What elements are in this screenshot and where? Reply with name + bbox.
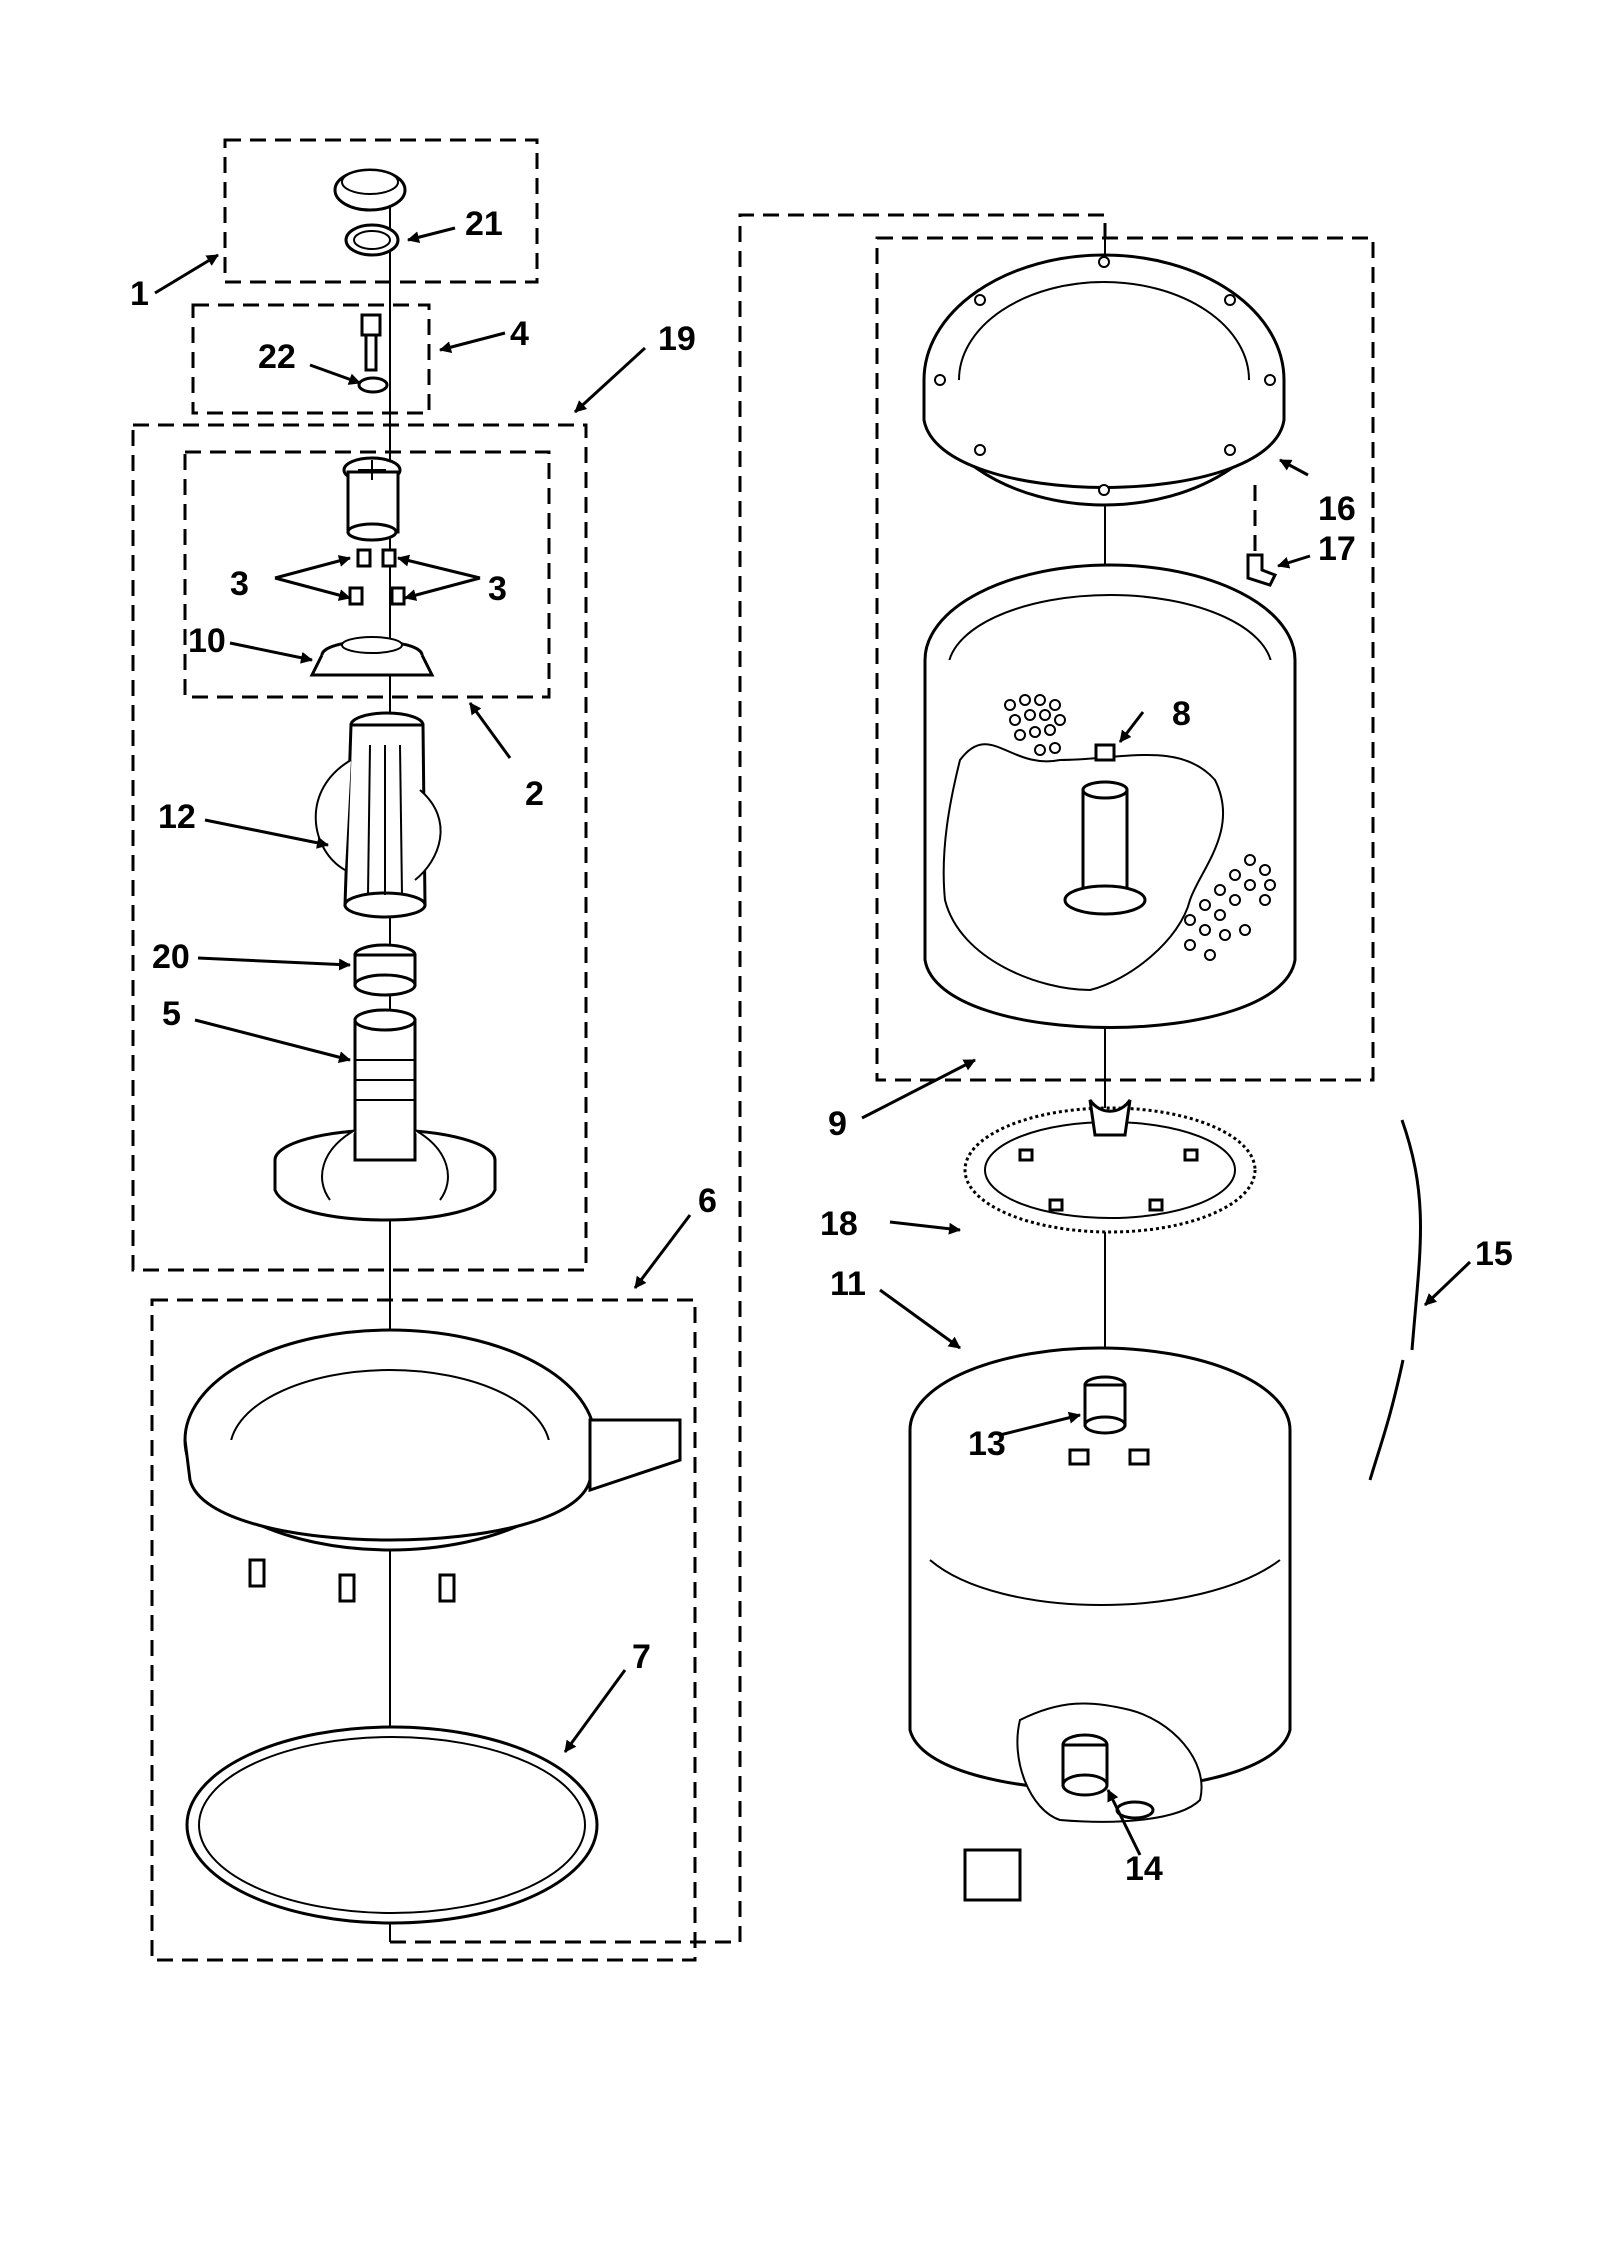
callout-6: 6	[698, 1182, 717, 1220]
callout-13: 13	[968, 1425, 1006, 1463]
callout-3-left: 3	[230, 565, 249, 603]
callout-14: 14	[1125, 1850, 1163, 1888]
part-8-basket	[923, 563, 1297, 1029]
part-cap	[333, 168, 407, 212]
part-6-tub-ring	[183, 1328, 682, 1603]
callout-9: 9	[828, 1105, 847, 1143]
callout-4: 4	[510, 315, 529, 353]
part-21-ring	[344, 223, 400, 257]
callout-20: 20	[152, 938, 190, 976]
basket-perforations	[1004, 694, 1276, 961]
part-13-hub	[1083, 1375, 1127, 1435]
part-18-gear-ring	[963, 1099, 1257, 1234]
part-20-ring	[353, 943, 417, 997]
callout-1: 1	[130, 275, 149, 313]
part-7-seal	[185, 1725, 599, 1925]
part-22-washer	[357, 376, 389, 394]
group-2-box	[183, 450, 551, 699]
part-16-balance-ring	[922, 253, 1286, 507]
part-3-dogs	[348, 548, 406, 606]
group-9-box	[875, 236, 1375, 1082]
part-cam-top	[342, 456, 402, 542]
callout-22: 22	[258, 338, 296, 376]
group-19-box	[131, 423, 588, 1272]
callout-8: 8	[1172, 695, 1191, 733]
callout-10: 10	[188, 622, 226, 660]
callout-19: 19	[658, 320, 696, 358]
group-1-box	[223, 138, 539, 284]
part-bolt	[360, 313, 382, 372]
callout-7: 7	[632, 1638, 651, 1676]
part-17-clip	[1246, 553, 1278, 587]
part-14-fitting	[1061, 1733, 1155, 1820]
callout-21: 21	[465, 205, 503, 243]
callout-5: 5	[162, 995, 181, 1033]
group-6-box	[150, 1298, 697, 1962]
callout-arrows	[154, 226, 1472, 1856]
part-12-auger	[314, 711, 442, 919]
callout-11: 11	[830, 1265, 866, 1303]
group-4-box	[191, 303, 431, 415]
callout-2: 2	[525, 775, 544, 813]
part-5-agitator-base	[273, 1008, 497, 1222]
part-10-guide	[309, 636, 435, 677]
assembly-link-line	[390, 213, 1107, 1944]
callout-17: 17	[1318, 530, 1356, 568]
callout-15: 15	[1475, 1235, 1513, 1273]
callout-16: 16	[1318, 490, 1356, 528]
part-11-outer-tub	[908, 1346, 1292, 1902]
part-15-hose	[1368, 1119, 1422, 1481]
callout-3-right: 3	[488, 570, 507, 608]
callout-18: 18	[820, 1205, 858, 1243]
callout-12: 12	[158, 798, 196, 836]
